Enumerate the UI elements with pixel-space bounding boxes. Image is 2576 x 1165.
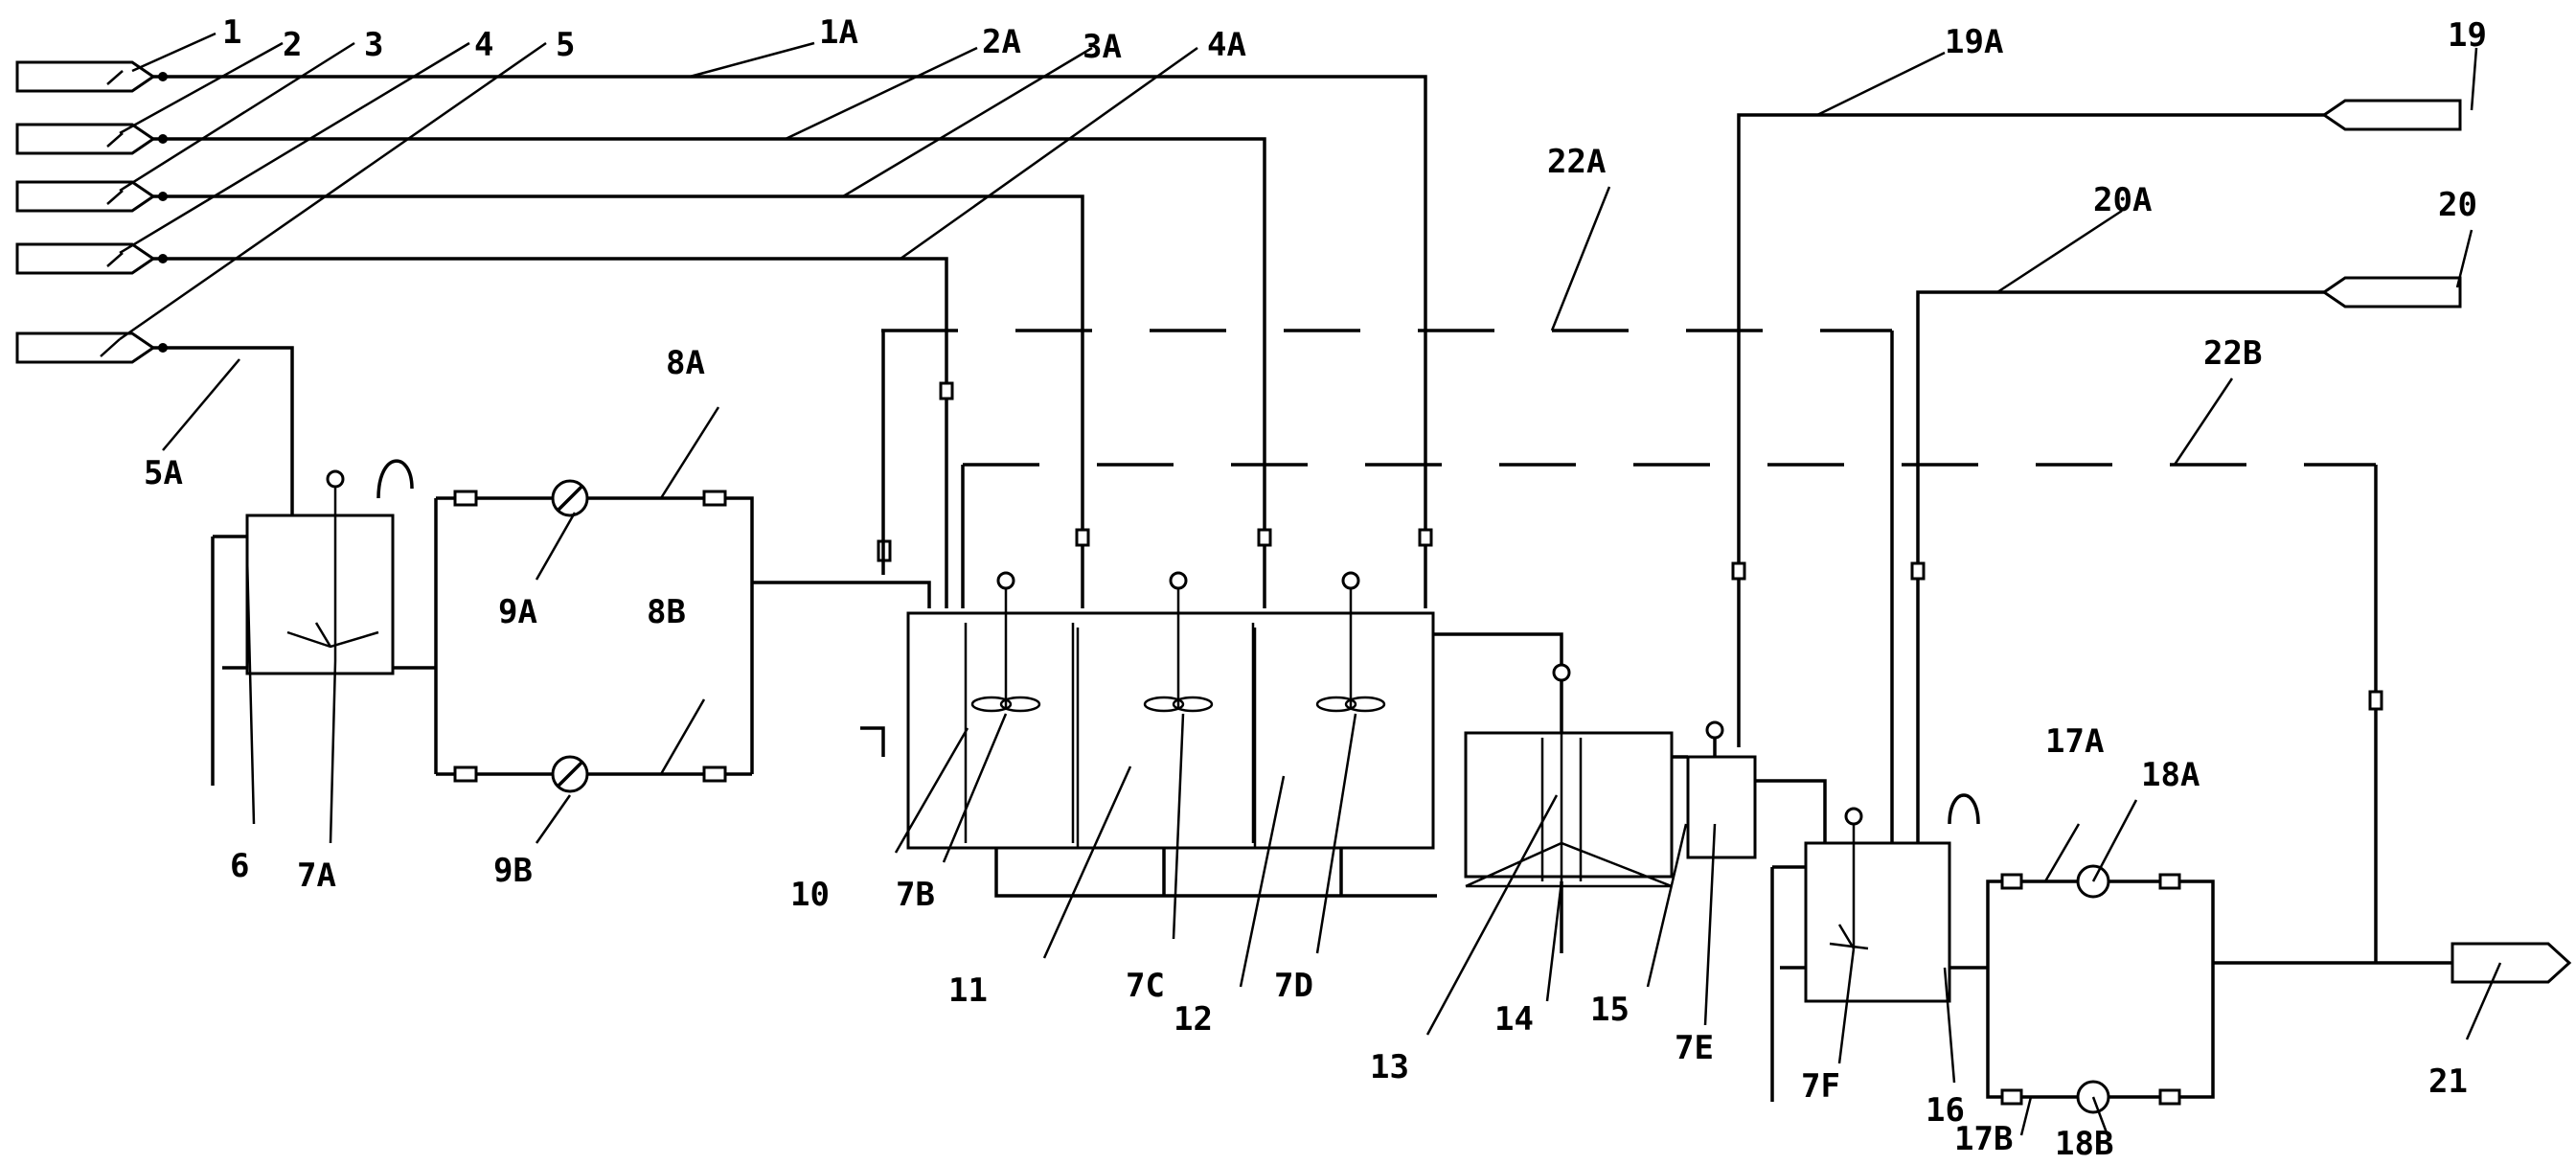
return-line-22B: [961, 463, 2383, 963]
leader-lines: [119, 32, 2502, 1136]
label-18A: 18A: [2141, 756, 2200, 794]
label-7C: 7C: [1126, 967, 1165, 1005]
clarifier-13: [1433, 632, 1674, 953]
label-5: 5: [556, 26, 575, 64]
pipe-4A: [153, 254, 948, 608]
label-8B: 8B: [647, 593, 686, 631]
label-17B: 17B: [1954, 1120, 2013, 1158]
label-4: 4: [474, 26, 493, 64]
product-tank-21: [2451, 942, 2572, 984]
label-5A: 5A: [144, 454, 183, 492]
label-10: 10: [790, 876, 830, 914]
reagent-tank-1: [15, 60, 156, 93]
label-7D: 7D: [1274, 967, 1313, 1005]
reagent-tank-19: [2321, 99, 2462, 131]
reagent-tank-4: [15, 242, 156, 275]
label-8A: 8A: [666, 344, 705, 382]
pump-skid-18: [1949, 864, 2452, 1114]
label-12: 12: [1174, 1000, 1213, 1039]
label-1A: 1A: [819, 13, 858, 52]
label-3: 3: [364, 26, 383, 64]
label-9A: 9A: [498, 593, 537, 631]
label-7B: 7B: [896, 876, 935, 914]
label-19A: 19A: [1945, 23, 2003, 61]
label-1: 1: [222, 13, 241, 52]
reactor-10-11-12: [860, 571, 1437, 898]
label-18B: 18B: [2055, 1125, 2113, 1163]
label-13: 13: [1370, 1048, 1409, 1086]
label-15: 15: [1590, 991, 1630, 1029]
label-9B: 9B: [493, 852, 533, 890]
label-14: 14: [1494, 1000, 1534, 1039]
label-3A: 3A: [1083, 28, 1122, 66]
pipe-20A: [1916, 290, 2324, 843]
mixing-tank-6: [211, 459, 436, 786]
label-11: 11: [948, 971, 988, 1010]
pipe-3A: [153, 192, 1084, 608]
pipe-5A: [153, 343, 294, 508]
return-line-22A: [881, 329, 1894, 843]
pipe-1A: [153, 72, 1427, 608]
tank-16: [1770, 793, 1980, 1102]
label-4A: 4A: [1207, 26, 1246, 64]
label-7F: 7F: [1801, 1067, 1840, 1106]
label-2: 2: [283, 26, 302, 64]
reagent-tank-3: [15, 180, 156, 213]
label-20: 20: [2438, 186, 2477, 224]
reagent-tank-5: [15, 331, 156, 364]
label-7E: 7E: [1675, 1029, 1714, 1067]
label-16: 16: [1926, 1091, 1965, 1130]
pump-skid-9: [434, 479, 931, 793]
label-20A: 20A: [2093, 181, 2152, 219]
label-17A: 17A: [2045, 722, 2104, 761]
label-22A: 22A: [1547, 143, 1606, 181]
tank-15-7E: [1672, 720, 1827, 859]
label-2A: 2A: [982, 23, 1021, 61]
pipe-2A: [153, 134, 1266, 608]
label-21: 21: [2428, 1062, 2468, 1101]
reagent-tank-2: [15, 123, 156, 155]
label-7A: 7A: [297, 857, 336, 895]
reagent-tank-20: [2321, 276, 2462, 308]
label-22B: 22B: [2203, 334, 2262, 373]
valve-marks: [877, 381, 1433, 562]
label-19: 19: [2448, 16, 2487, 55]
pipe-19A: [1737, 113, 2324, 747]
label-6: 6: [230, 847, 249, 885]
